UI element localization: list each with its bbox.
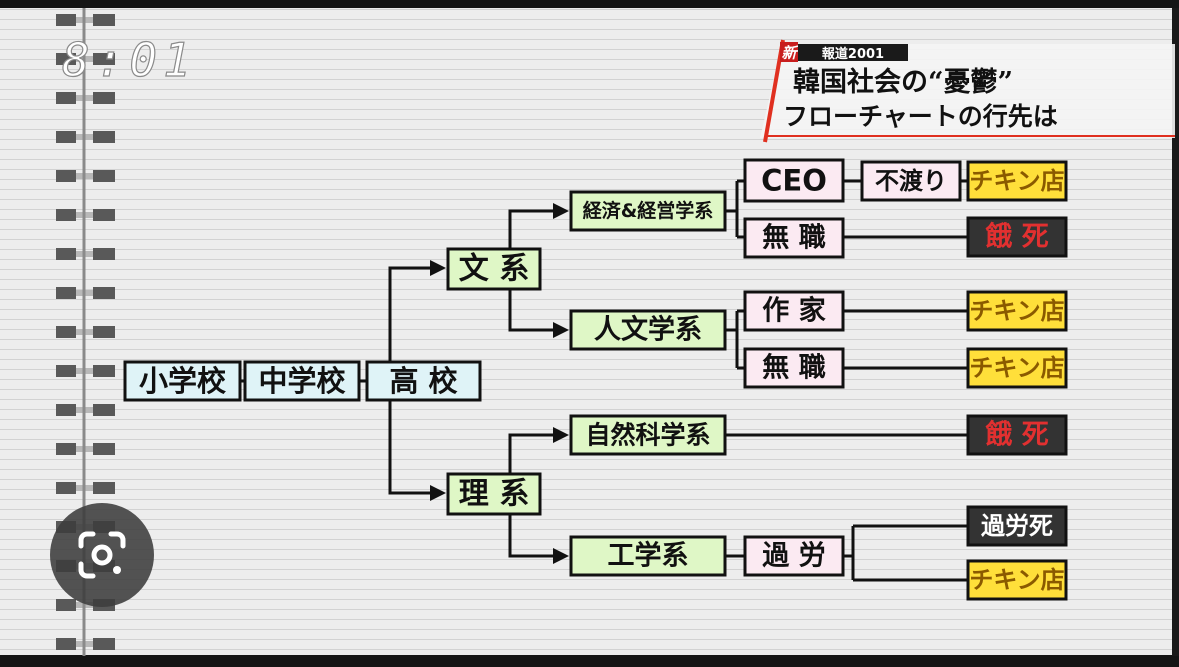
arrowhead-engineering xyxy=(553,548,569,564)
node-label-econ: 経済&経営学系 xyxy=(583,199,714,222)
clock-display: 8:01 xyxy=(62,33,197,87)
node-label-chicken3: チキン店 xyxy=(969,354,1064,382)
connector-overwork-split xyxy=(843,524,968,582)
caption-line-1: 韓国社会の“憂鬱” xyxy=(793,66,1013,98)
node-chicken3: チキン店 xyxy=(966,347,1068,389)
node-rikei: 理 系 xyxy=(446,472,542,516)
node-box-chicken2 xyxy=(966,290,1068,332)
arrowhead-humanities xyxy=(553,322,569,338)
google-lens-icon xyxy=(78,531,126,579)
caption-background xyxy=(760,44,1175,138)
node-box-starve2 xyxy=(966,414,1068,456)
node-middle: 中学校 xyxy=(243,360,361,402)
node-box-chicken1 xyxy=(966,160,1068,202)
node-box-writer xyxy=(743,290,845,332)
node-writer: 作 家 xyxy=(743,290,845,332)
program-logo-text: 新 xyxy=(781,44,799,62)
node-box-humanities xyxy=(569,309,727,351)
bottom-letterbox xyxy=(0,655,1179,667)
node-box-unemployed1 xyxy=(743,217,845,259)
node-label-starve2: 餓 死 xyxy=(985,419,1048,451)
node-label-unemployed1: 無 職 xyxy=(762,223,825,254)
node-starve1: 餓 死 xyxy=(966,216,1068,258)
connector-econ-split xyxy=(725,179,745,239)
node-box-starve1 xyxy=(966,216,1068,258)
node-box-bounce xyxy=(860,160,962,202)
program-name-box xyxy=(798,44,908,61)
flowchart-arrowheads xyxy=(430,203,569,564)
node-starve2: 餓 死 xyxy=(966,414,1068,456)
arrowhead-science xyxy=(553,427,569,443)
node-overwork: 過 労 xyxy=(743,535,845,577)
node-label-elem: 小学校 xyxy=(139,364,226,398)
node-unemployed1: 無 職 xyxy=(743,217,845,259)
node-box-chicken3 xyxy=(966,347,1068,389)
node-box-karoshi xyxy=(966,505,1068,547)
flowchart-nodes: 小学校中学校 高 校 文 系理 系 経済&経営学系人文学系自然科学系工学系 CEO 無 職… xyxy=(123,158,1068,601)
node-label-high: 高 校 xyxy=(389,364,457,398)
program-badge: 新 報道2001 xyxy=(780,42,908,62)
node-chicken4: チキン店 xyxy=(966,559,1068,601)
node-label-chicken4: チキン店 xyxy=(969,566,1064,594)
caption-line-2: フローチャートの行先は xyxy=(783,102,1058,131)
node-humanities: 人文学系 xyxy=(569,309,727,351)
node-box-chicken4 xyxy=(966,559,1068,601)
google-lens-button[interactable] xyxy=(50,503,154,607)
node-bounce: 不渡り xyxy=(860,160,962,202)
node-label-writer: 作 家 xyxy=(762,295,825,327)
node-box-science xyxy=(569,414,727,456)
node-unemployed2: 無 職 xyxy=(743,347,845,389)
node-label-humanities: 人文学系 xyxy=(594,314,702,346)
node-label-karoshi: 過労死 xyxy=(981,512,1053,540)
arrowhead-bunkei xyxy=(430,260,446,276)
node-chicken1: チキン店 xyxy=(966,160,1068,202)
node-label-engineering: 工学系 xyxy=(608,540,689,572)
node-box-unemployed2 xyxy=(743,347,845,389)
node-label-chicken1: チキン店 xyxy=(969,167,1064,195)
node-box-bunkei xyxy=(446,247,542,291)
node-label-science: 自然科学系 xyxy=(585,421,710,450)
node-box-elem xyxy=(123,360,242,402)
arrowhead-econ xyxy=(553,203,569,219)
top-letterbox xyxy=(0,0,1179,8)
node-box-middle xyxy=(243,360,361,402)
node-label-middle: 中学校 xyxy=(258,364,345,398)
caption-panel: 新 報道2001 韓国社会の“憂鬱” フローチャートの行先は xyxy=(760,39,1175,143)
program-logo-mark xyxy=(780,42,798,62)
right-edge xyxy=(1172,8,1179,656)
program-name: 報道2001 xyxy=(822,46,884,62)
node-box-overwork xyxy=(743,535,845,577)
node-science: 自然科学系 xyxy=(569,414,727,456)
node-bunkei: 文 系 xyxy=(446,247,542,291)
node-label-chicken2: チキン店 xyxy=(969,297,1064,325)
node-label-unemployed2: 無 職 xyxy=(762,353,825,384)
node-engineering: 工学系 xyxy=(569,535,727,577)
node-high: 高 校 xyxy=(365,360,482,402)
node-chicken2: チキン店 xyxy=(966,290,1068,332)
connector-humanities-split xyxy=(725,309,745,370)
node-label-starve1: 餓 死 xyxy=(985,221,1048,253)
node-karoshi: 過労死 xyxy=(966,505,1068,547)
arrowhead-rikei xyxy=(430,485,446,501)
node-elem: 小学校 xyxy=(123,360,242,402)
node-label-bunkei: 文 系 xyxy=(459,252,529,287)
node-label-rikei: 理 系 xyxy=(459,477,529,512)
node-box-econ xyxy=(569,190,727,232)
node-box-ceo xyxy=(743,158,845,203)
node-econ: 経済&経営学系 xyxy=(569,190,727,232)
node-box-engineering xyxy=(569,535,727,577)
node-box-high xyxy=(365,360,482,402)
node-label-bounce: 不渡り xyxy=(875,167,947,195)
node-label-ceo: CEO xyxy=(761,164,827,198)
node-label-overwork: 過 労 xyxy=(762,541,825,572)
node-box-rikei xyxy=(446,472,542,516)
node-ceo: CEO xyxy=(743,158,845,203)
